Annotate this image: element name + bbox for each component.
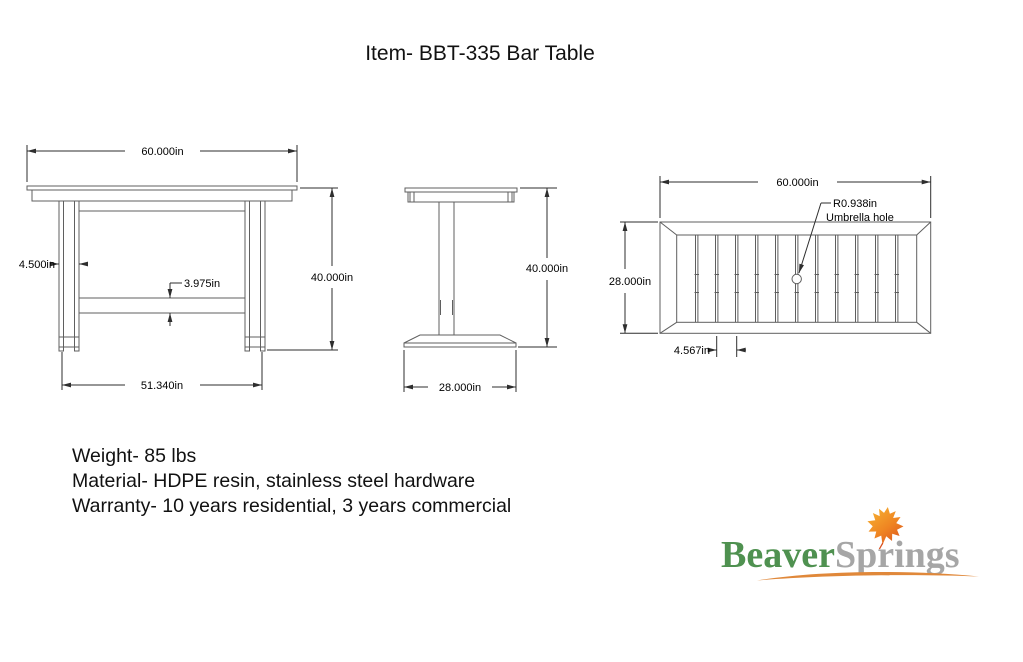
top-slat-width-label: 4.567in <box>674 345 710 357</box>
top-slat-gaps <box>695 235 899 323</box>
top-view-drawing: 60.000in 28.000in R0.938in Umbrella hole… <box>609 176 932 357</box>
front-base-span-label: 51.340in <box>141 380 183 392</box>
front-tabletop <box>26 185 298 191</box>
side-apron <box>407 191 515 203</box>
side-back-leg-top <box>507 191 513 203</box>
side-depth-label: 28.000in <box>439 382 481 394</box>
dimension-front-top-width: 60.000in <box>26 145 298 182</box>
front-height-label: 40.000in <box>311 272 353 284</box>
front-right-leg-outer-post <box>260 200 266 352</box>
front-left-leg-inner-post <box>74 200 80 352</box>
umbrella-hole-radius-label: R0.938in <box>833 198 877 210</box>
front-stretcher <box>78 297 246 314</box>
front-left-leg-outer-post <box>58 200 64 352</box>
product-specs: Weight- 85 lbs Material- HDPE resin, sta… <box>72 444 511 519</box>
dimension-front-height: 40.000in <box>267 187 353 351</box>
front-apron <box>31 189 293 202</box>
dimension-side-depth: 28.000in <box>403 350 517 394</box>
side-base-trapezoid <box>403 334 517 344</box>
dimension-top-width: 60.000in <box>659 176 932 218</box>
top-miter-tr <box>916 221 932 236</box>
dimension-side-height: 40.000in <box>518 187 568 348</box>
top-miter-bl <box>659 321 677 334</box>
maple-leaf-icon <box>867 507 904 550</box>
dimension-top-depth: 28.000in <box>609 221 658 334</box>
side-pedestal-column <box>438 201 455 336</box>
umbrella-hole <box>791 273 802 285</box>
front-left-foot <box>58 336 80 348</box>
top-slat-fastener-ticks <box>694 274 899 293</box>
front-leg-width-label: 4.500in <box>19 259 55 271</box>
spec-weight: Weight- 85 lbs <box>72 445 197 467</box>
dimension-top-slat-width: 4.567in <box>674 336 746 357</box>
brand-logo-text: BeaverSprings <box>721 533 960 577</box>
side-base-pad <box>403 342 517 348</box>
front-view-table <box>26 185 298 352</box>
top-miter-tl <box>659 221 678 236</box>
brand-logo: BeaverSprings <box>715 506 990 584</box>
side-tabletop <box>404 187 518 193</box>
front-view-drawing: 60.000in 40.000in 4.500in 3.975in 51.340… <box>19 145 353 392</box>
brand-name-part2: Springs <box>834 534 960 576</box>
side-view-table <box>403 187 518 348</box>
top-miter-br <box>916 321 932 334</box>
side-view-drawing: 40.000in 28.000in <box>403 187 568 394</box>
front-right-leg-inner-post <box>244 200 250 352</box>
spec-warranty: Warranty- 10 years residential, 3 years … <box>72 495 512 517</box>
callout-umbrella-hole: R0.938in Umbrella hole <box>798 198 894 274</box>
top-width-label: 60.000in <box>776 177 818 189</box>
top-view-table <box>659 221 932 334</box>
front-stretcher-label: 3.975in <box>184 278 220 290</box>
spec-material: Material- HDPE resin, stainless steel ha… <box>72 470 476 492</box>
front-right-foot <box>244 336 266 348</box>
brand-name-part1: Beaver <box>721 534 835 576</box>
side-front-leg-top <box>409 191 415 203</box>
dimension-front-base-span: 51.340in <box>61 352 263 392</box>
side-height-label: 40.000in <box>526 263 568 275</box>
top-depth-label: 28.000in <box>609 276 651 288</box>
front-top-width-label: 60.000in <box>141 146 183 158</box>
dimension-front-stretcher: 3.975in <box>167 278 220 326</box>
page-title: Item- BBT-335 Bar Table <box>365 42 595 65</box>
logo-swoosh <box>757 571 979 581</box>
dimension-front-leg-width: 4.500in <box>19 259 88 271</box>
umbrella-hole-name-label: Umbrella hole <box>826 212 894 224</box>
